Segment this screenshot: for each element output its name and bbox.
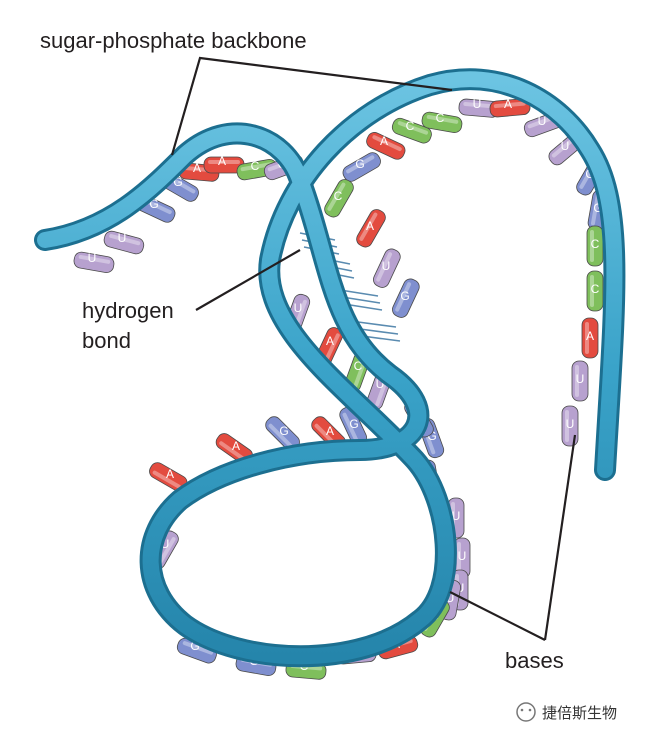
base-G: G	[176, 637, 217, 664]
base-letter: A	[380, 134, 388, 148]
base-letter: G	[149, 197, 158, 211]
base-letter: A	[366, 219, 374, 233]
base-letter: G	[355, 157, 364, 171]
base-letter: G	[400, 289, 409, 303]
base-letter: C	[406, 119, 415, 133]
base-letter: U	[376, 377, 385, 391]
base-U: U	[373, 248, 401, 288]
base-letter: A	[326, 424, 334, 438]
base-letter: U	[458, 549, 467, 563]
base-letter: U	[576, 372, 585, 386]
bond-label: bond	[82, 328, 131, 353]
base-C: C	[391, 117, 432, 144]
base-letter: U	[561, 139, 570, 153]
base-G: G	[342, 152, 381, 182]
base-letter: C	[591, 237, 600, 251]
base-letter: C	[251, 159, 260, 173]
bases-leader	[543, 434, 577, 641]
base-letter: G	[349, 417, 358, 431]
base-letter: A	[193, 161, 201, 175]
backbone-ribbon	[37, 71, 623, 665]
base-letter: G	[173, 175, 182, 189]
base-U: U	[571, 360, 589, 402]
base-letter: U	[118, 231, 127, 245]
base-C: C	[324, 179, 354, 218]
base-letter: C	[436, 111, 445, 125]
base-letter: U	[382, 259, 391, 273]
base-C: C	[421, 111, 463, 133]
base-letter: U	[294, 301, 303, 315]
hydrogen-label: hydrogen	[82, 298, 174, 323]
base-letter: C	[334, 189, 343, 203]
watermark: 捷倍斯生物	[516, 702, 617, 722]
hydrogen-bond-leader	[195, 249, 301, 311]
base-A: A	[203, 154, 245, 174]
watermark-text: 捷倍斯生物	[542, 704, 617, 722]
base-letter: U	[452, 509, 461, 523]
base-letter: G	[427, 429, 436, 443]
watermark-logo-icon	[516, 702, 536, 722]
base-U: U	[103, 230, 145, 255]
base-A: A	[581, 317, 599, 359]
sugar-phosphate-backbone	[34, 68, 626, 668]
base-A: A	[489, 97, 531, 118]
base-U: U	[73, 251, 115, 273]
bases-label: bases	[505, 648, 564, 673]
base-letter: A	[326, 334, 334, 348]
base-letter: G	[593, 201, 602, 215]
base-letter: C	[354, 359, 363, 373]
base-letter: G	[279, 424, 288, 438]
base-A: A	[366, 132, 406, 160]
base-letter: C	[591, 282, 600, 296]
base-letter: A	[218, 154, 226, 168]
base-letter: A	[504, 97, 512, 111]
base-letter: U	[473, 97, 482, 111]
leader-lines	[170, 56, 577, 641]
base-letter: A	[232, 439, 240, 453]
base-letter: A	[586, 329, 594, 343]
backbone-label: sugar-phosphate backbone	[40, 28, 307, 53]
bases-leader-2	[449, 591, 546, 641]
base-letter: A	[166, 467, 174, 481]
base-letter: U	[566, 417, 575, 431]
base-letter: U	[446, 591, 455, 605]
backbone-leader	[170, 56, 453, 156]
base-letter: U	[161, 537, 170, 551]
base-letter: U	[538, 114, 547, 128]
base-letter: G	[190, 639, 199, 653]
base-C: C	[586, 225, 604, 267]
base-letter: U	[88, 251, 97, 265]
base-G: G	[392, 278, 420, 318]
base-U: U	[561, 405, 579, 447]
base-C: C	[586, 270, 604, 312]
base-A: A	[356, 209, 386, 248]
